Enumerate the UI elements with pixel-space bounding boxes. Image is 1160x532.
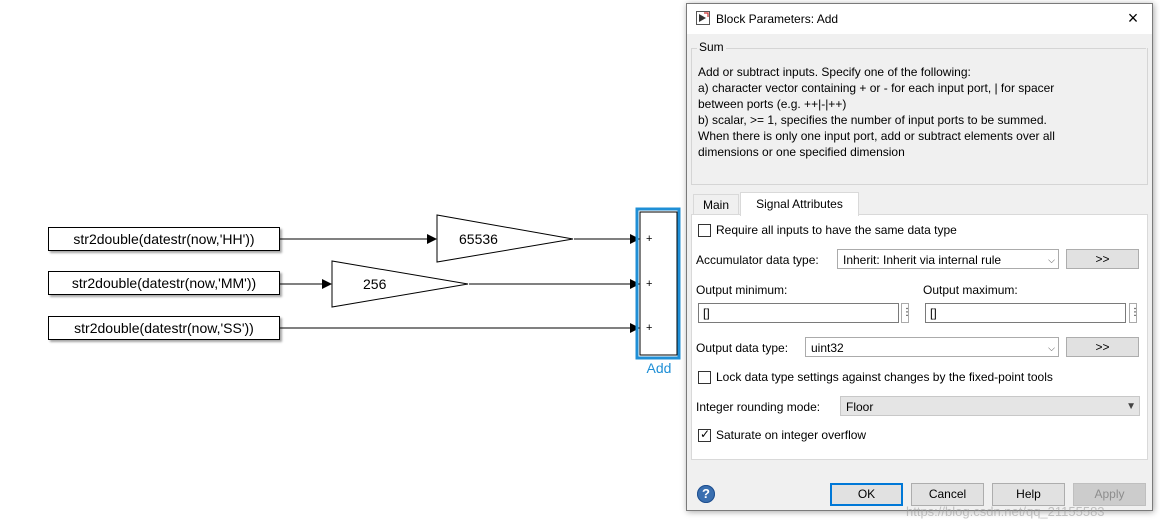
block-parameters-dialog: Block Parameters: Add × Sum Add or subtr…	[686, 3, 1153, 511]
group-divider	[691, 48, 1146, 49]
gain-label-256: 256	[363, 276, 387, 292]
source-block-mm[interactable]: str2double(datestr(now,'MM'))	[48, 271, 280, 295]
accumulator-type-value: Inherit: Inherit via internal rule	[843, 253, 1002, 267]
saturate-label: Saturate on integer overflow	[716, 428, 867, 442]
dialog-title: Block Parameters: Add	[716, 12, 839, 26]
description-line: between ports (e.g. ++|-|++)	[698, 97, 847, 111]
output-data-type-value: uint32	[811, 341, 844, 355]
checkmark-icon: ✓	[700, 427, 711, 441]
ok-button[interactable]: OK	[830, 483, 903, 506]
description-line: b) scalar, >= 1, specifies the number of…	[698, 113, 1047, 127]
close-icon[interactable]: ×	[1127, 8, 1139, 28]
sum-description-group	[691, 48, 1148, 185]
sum-sign-3: +	[646, 322, 653, 334]
description-line: dimensions or one specified dimension	[698, 145, 905, 159]
watermark: https://blog.csdn.net/qq_21155583	[906, 504, 1105, 519]
accumulator-assistant-button[interactable]: >>	[1066, 249, 1139, 269]
help-button[interactable]: Help	[992, 483, 1065, 506]
caret-down-icon: ▼	[1126, 401, 1136, 412]
description-line: When there is only one input port, add o…	[698, 129, 1055, 143]
accumulator-type-dropdown[interactable]: Inherit: Inherit via internal rule ⌵	[837, 249, 1059, 269]
output-data-type-label: Output data type:	[696, 341, 789, 355]
output-maximum-label: Output maximum:	[923, 283, 1018, 297]
help-icon[interactable]: ?	[697, 485, 715, 503]
cancel-button[interactable]: Cancel	[911, 483, 984, 506]
tab-signal-attributes[interactable]: Signal Attributes	[740, 192, 859, 216]
output-minimum-field[interactable]: []	[698, 303, 899, 323]
output-type-assistant-button[interactable]: >>	[1066, 337, 1139, 357]
signal-wires	[280, 207, 681, 360]
tab-main[interactable]: Main	[693, 194, 739, 215]
dialog-titlebar[interactable]: Block Parameters: Add ×	[687, 4, 1152, 34]
output-maximum-field[interactable]: []	[925, 303, 1126, 323]
accumulator-type-label: Accumulator data type:	[696, 253, 819, 267]
lock-data-type-checkbox[interactable]	[698, 371, 711, 384]
output-minimum-label: Output minimum:	[696, 283, 788, 297]
sum-block[interactable]	[639, 211, 678, 356]
simulink-canvas: str2double(datestr(now,'HH')) str2double…	[48, 207, 681, 376]
output-minimum-menu-icon[interactable]: ⋮	[901, 303, 912, 323]
sum-block-caption[interactable]: Add	[646, 360, 672, 376]
rounding-mode-dropdown[interactable]: Floor ▼	[840, 396, 1140, 416]
description-line: a) character vector containing + or - fo…	[698, 81, 1055, 95]
source-block-hh[interactable]: str2double(datestr(now,'HH'))	[48, 227, 280, 251]
description-line: Add or subtract inputs. Specify one of t…	[698, 65, 971, 79]
chevron-down-icon: ⌵	[1048, 255, 1055, 265]
rounding-mode-value: Floor	[846, 400, 874, 414]
saturate-checkbox[interactable]: ✓	[698, 427, 711, 442]
rounding-mode-label: Integer rounding mode:	[696, 400, 821, 414]
apply-button[interactable]: Apply	[1073, 483, 1146, 506]
output-data-type-dropdown[interactable]: uint32 ⌵	[805, 337, 1059, 357]
group-title: Sum	[697, 40, 726, 54]
require-same-type-label: Require all inputs to have the same data…	[716, 223, 957, 237]
sum-sign-2: +	[646, 278, 653, 290]
gain-block-65536[interactable]	[436, 214, 574, 263]
chevron-down-icon: ⌵	[1048, 343, 1055, 353]
block-description: Add or subtract inputs. Specify one of t…	[698, 64, 1138, 160]
gain-label-65536: 65536	[459, 231, 498, 247]
lock-data-type-label: Lock data type settings against changes …	[716, 370, 1053, 384]
signal-attributes-panel: Require all inputs to have the same data…	[691, 214, 1148, 460]
output-maximum-menu-icon[interactable]: ⋮	[1129, 303, 1140, 323]
sum-sign-1: +	[646, 233, 653, 245]
gain-block-256[interactable]	[331, 260, 469, 308]
source-block-ss[interactable]: str2double(datestr(now,'SS'))	[48, 316, 280, 340]
require-same-type-checkbox[interactable]	[698, 224, 711, 237]
simulink-block-icon	[696, 11, 710, 25]
sum-block-selection	[635, 207, 681, 360]
